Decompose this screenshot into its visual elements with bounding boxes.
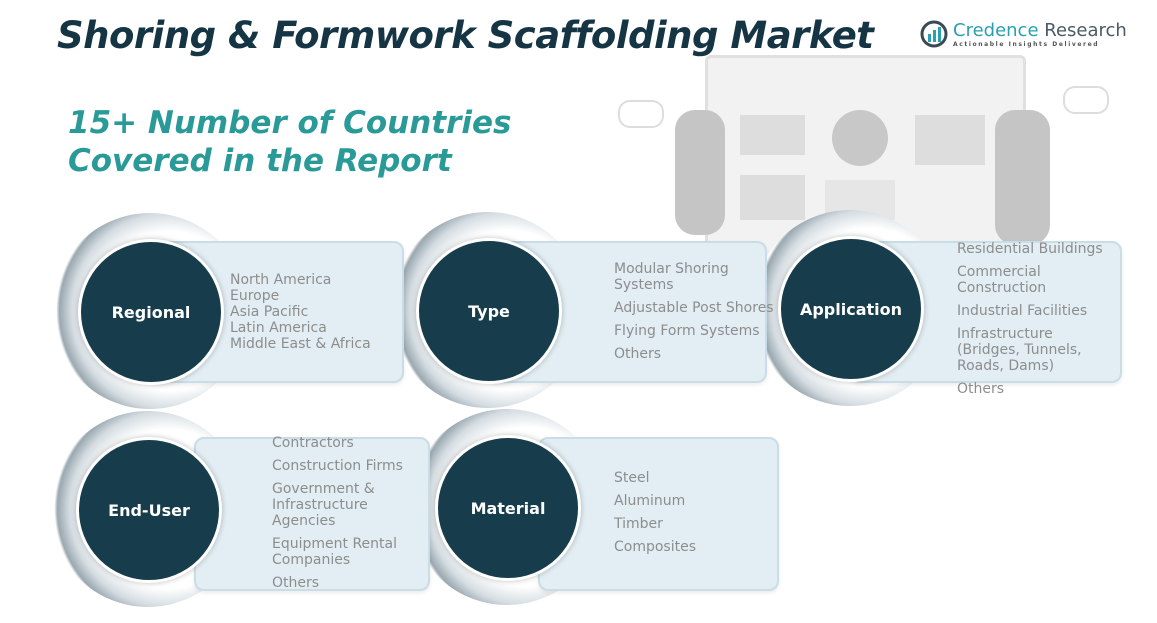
list-item: Commercial Construction <box>957 264 1047 296</box>
segment-panel-end-user <box>194 437 430 591</box>
subtitle-line-2: Covered in the Report <box>68 143 452 179</box>
list-item: North America <box>230 272 332 288</box>
list-item: Government & Infrastructure Agencies <box>272 481 375 529</box>
list-item: Composites <box>614 539 697 555</box>
list-item: Europe <box>230 288 280 304</box>
segment-items-material: Steel Aluminum Timber Composites <box>614 470 696 562</box>
segment-items-regional: North America Europe Asia Pacific Latin … <box>230 272 371 352</box>
segment-items-application: Residential Buildings Commercial Constru… <box>957 241 1117 404</box>
list-item: Modular Shoring Systems <box>614 261 729 293</box>
list-item: Equipment Rental Companies <box>272 536 397 568</box>
segment-circle-regional: Regional <box>78 239 224 385</box>
list-item: Construction Firms <box>272 458 403 474</box>
segment-items-type: Modular Shoring Systems Adjustable Post … <box>614 261 774 369</box>
segment-items-end-user: Contractors Construction Firms Governmen… <box>272 435 407 598</box>
logo-name: Credence <box>953 20 1039 41</box>
list-item: Infrastructure (Bridges, Tunnels, Roads,… <box>957 326 1082 374</box>
logo-tagline: Actionable Insights Delivered <box>953 41 1100 48</box>
logo-name-b: Research <box>1038 20 1127 41</box>
list-item: Industrial Facilities <box>957 303 1088 319</box>
subtitle-line-1: 15+ Number of Countries <box>68 105 512 141</box>
chart-logo-icon <box>920 20 948 48</box>
list-item: Aluminum <box>614 493 686 509</box>
list-item: Latin America <box>230 320 327 336</box>
list-item: Contractors <box>272 435 354 451</box>
page-title: Shoring & Formwork Scaffolding Market <box>57 14 874 57</box>
list-item: Others <box>957 381 1005 397</box>
list-item: Flying Form Systems <box>614 323 760 339</box>
list-item: Others <box>614 346 662 362</box>
list-item: Residential Buildings <box>957 241 1103 257</box>
list-item: Timber <box>614 516 663 532</box>
list-item: Asia Pacific <box>230 304 309 320</box>
list-item: Steel <box>614 470 650 486</box>
list-item: Adjustable Post Shores <box>614 300 774 316</box>
segment-circle-material: Material <box>435 435 581 581</box>
list-item: Middle East & Africa <box>230 336 371 352</box>
logo: Credence Research Actionable Insights De… <box>920 20 1127 48</box>
segment-circle-type: Type <box>416 238 562 384</box>
list-item: Others <box>272 575 320 591</box>
segment-circle-application: Application <box>778 236 924 382</box>
segment-circle-end-user: End-User <box>76 437 222 583</box>
